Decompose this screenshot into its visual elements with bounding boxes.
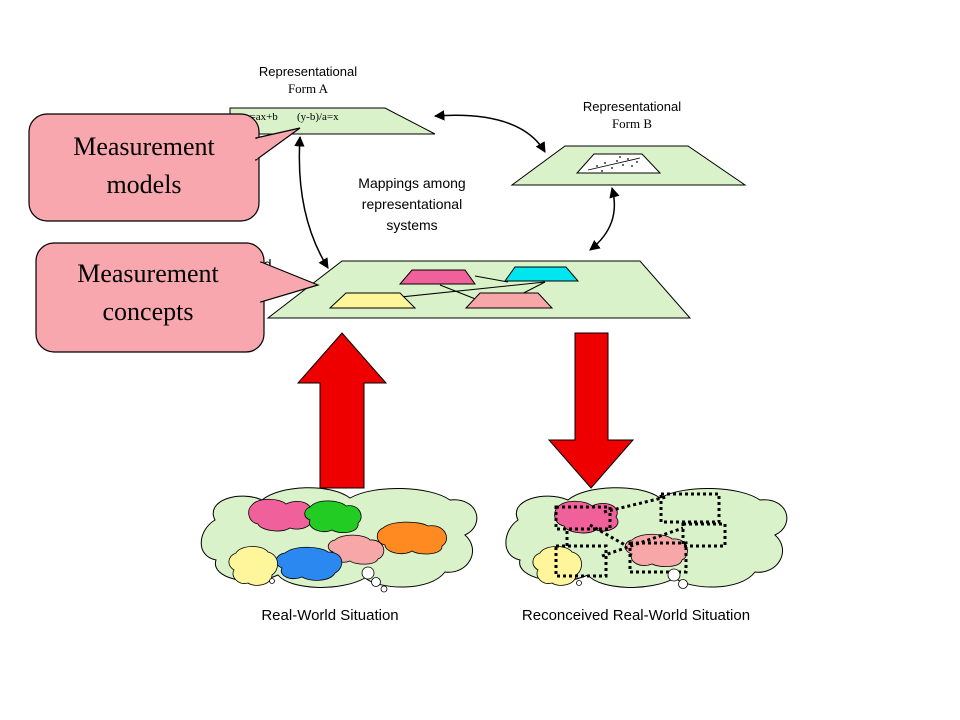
blob-pink (248, 498, 313, 532)
blob-salmon (327, 534, 385, 565)
dotted-conceptual-frames (554, 492, 727, 578)
form-b-label-line1: Representational (583, 99, 681, 114)
callout-concepts-line1: Measurement (77, 259, 219, 288)
plane-shape-salmon (464, 292, 554, 309)
callout-measurement-models: Measurement models (28, 113, 301, 222)
blob-yellow (228, 546, 278, 586)
blob-green (304, 500, 362, 534)
callout-models-line2: models (106, 170, 181, 199)
form-b-label-line2: Form B (612, 116, 652, 131)
blob-orange (376, 521, 447, 555)
callout-measurement-concepts: Measurement concepts (35, 242, 320, 353)
reconceived-label: Reconceived Real-World Situation (522, 607, 750, 624)
reconceived-cloud (505, 487, 788, 589)
arrow-up-abstraction (296, 332, 388, 489)
blob-blue (275, 546, 343, 581)
form-b-plane (510, 145, 747, 186)
reconceived-blob-pink (554, 500, 619, 534)
reconceived-blob-salmon (624, 533, 688, 568)
callout-concepts-line2: concepts (103, 297, 194, 326)
callout-models-line1: Measurement (73, 132, 215, 161)
arrow-down-reconception (547, 332, 635, 489)
representational-system-plane (266, 260, 692, 319)
plane-shape-pink (398, 269, 476, 285)
form-a-label-line2: Form A (288, 81, 329, 96)
mappings-label-line3: systems (386, 217, 437, 233)
mappings-label-line2: representational (362, 196, 462, 212)
real-world-cloud (200, 487, 478, 593)
scatter-dots (596, 156, 638, 172)
arrow-a-to-b (433, 110, 546, 153)
plane-shape-yellow (328, 292, 417, 309)
real-world-label: Real-World Situation (261, 607, 398, 624)
form-a-label-line1: Representational (259, 64, 357, 79)
mappings-label-line1: Mappings among (358, 175, 465, 191)
form-a-plane: y=ax+b (y-b)/a=x (229, 107, 436, 135)
plane-shape-cyan (504, 266, 580, 282)
scatter-plot-thumbnail (575, 153, 662, 174)
equation-2: (y-b)/a=x (297, 111, 339, 123)
arrow-b-to-system (589, 186, 620, 251)
arrow-a-to-system (294, 135, 329, 269)
